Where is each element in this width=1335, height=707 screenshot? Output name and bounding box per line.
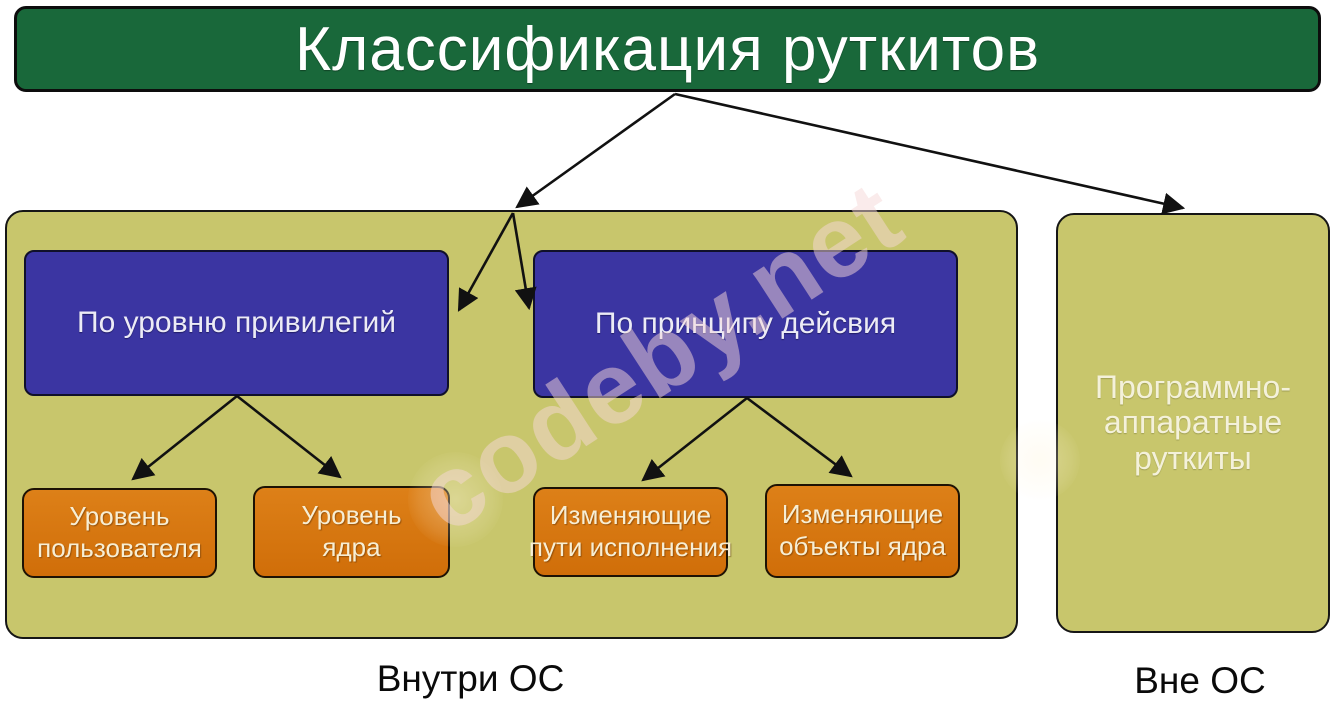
leaf-user-level-line1: Уровень bbox=[69, 501, 170, 532]
leaf-kernel-objects-line1: Изменяющие bbox=[781, 499, 944, 530]
leaf-box-kernel-level: Уровень ядра bbox=[253, 486, 450, 578]
diagram-title: Классификация руткитов bbox=[294, 14, 1041, 84]
category-privilege-level-label: По уровню привилегий bbox=[77, 306, 396, 339]
arrow-title-to-inside bbox=[515, 92, 676, 209]
leaf-box-exec-paths: Изменяющие пути исполнения bbox=[529, 487, 732, 577]
leaf-box-kernel-objects: Изменяющие объекты ядра bbox=[765, 484, 960, 578]
hardware-rootkits-line2: аппаратные bbox=[1103, 404, 1283, 441]
arrow-title-to-outside bbox=[674, 92, 1186, 215]
hardware-rootkits-label: Программно- аппаратные руткиты bbox=[1095, 370, 1291, 476]
category-box-privilege-level: По уровню привилегий bbox=[24, 250, 449, 396]
hardware-rootkits-line1: Программно- bbox=[1095, 369, 1291, 406]
caption-inside-os: Внутри ОС bbox=[376, 658, 565, 699]
category-action-principle-label: По принципу дейсвия bbox=[594, 307, 897, 340]
title-banner: Классификация руткитов bbox=[14, 6, 1321, 92]
leaf-exec-paths-line2: пути исполнения bbox=[528, 532, 733, 562]
category-box-action-principle: По принципу дейсвия bbox=[533, 250, 958, 398]
leaf-kernel-level-line2: ядра bbox=[322, 532, 381, 562]
hardware-rootkits-box: Программно- аппаратные руткиты bbox=[1056, 213, 1330, 633]
hardware-rootkits-line3: руткиты bbox=[1134, 439, 1252, 476]
leaf-kernel-objects-line2: объекты ядра bbox=[779, 531, 946, 561]
leaf-exec-paths-line1: Изменяющие bbox=[549, 500, 712, 531]
leaf-kernel-level-line1: Уровень bbox=[301, 500, 402, 531]
caption-outside-os: Вне ОС bbox=[1134, 660, 1266, 701]
leaf-user-level-line2: пользователя bbox=[37, 533, 202, 563]
leaf-box-user-level: Уровень пользователя bbox=[22, 488, 217, 578]
